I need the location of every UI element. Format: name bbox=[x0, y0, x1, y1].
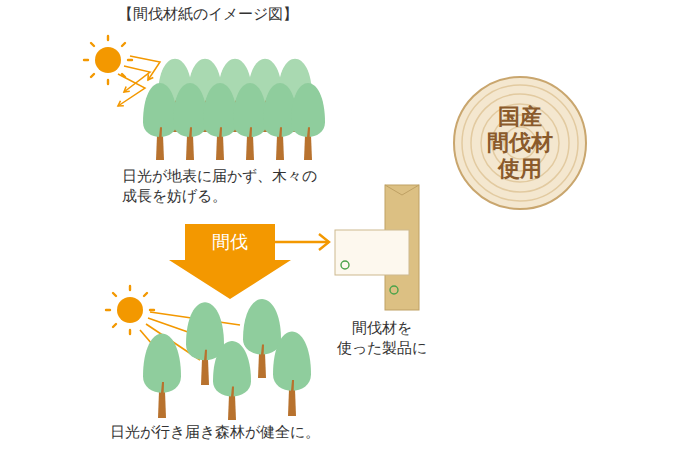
caption-label: 日光が地表に届かず、木々の 成長を妨げる。 bbox=[122, 166, 337, 206]
product-envelopes: 間伐材を 使った製品に bbox=[332, 183, 432, 358]
product-label: 間伐材を 使った製品に bbox=[332, 318, 432, 358]
stamp-circle: 国産 間伐材 使用 bbox=[470, 93, 570, 193]
stamp-text: 国産 間伐材 使用 bbox=[486, 104, 554, 182]
thinning-arrow: 間伐 bbox=[185, 224, 275, 260]
thinned-forest bbox=[143, 299, 311, 420]
envelope-icons bbox=[332, 183, 432, 313]
diagram-title: 【間伐材紙のイメージ図】 bbox=[118, 5, 298, 24]
flow-arrow bbox=[275, 241, 329, 243]
caption-label: 日光が行き届き森林が健全に。 bbox=[110, 423, 320, 442]
dense-forest bbox=[143, 59, 325, 160]
arrow-label: 間伐 bbox=[185, 224, 275, 260]
stamp-wood-rings bbox=[454, 77, 586, 209]
